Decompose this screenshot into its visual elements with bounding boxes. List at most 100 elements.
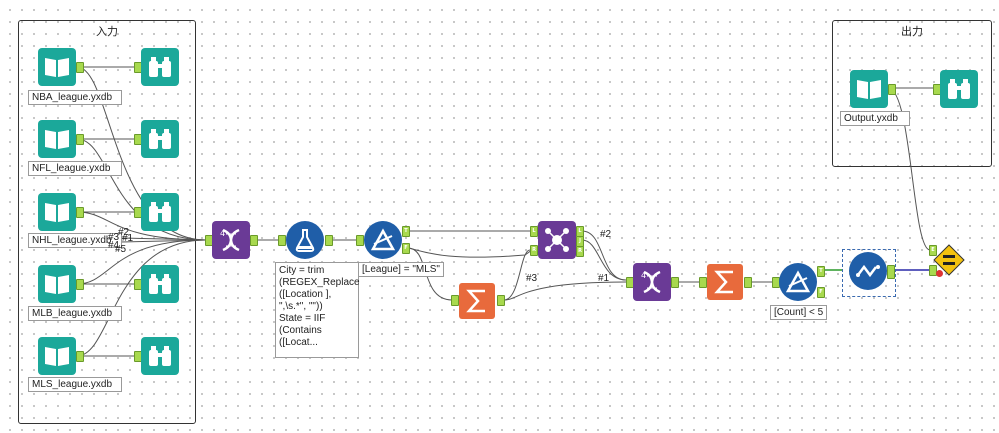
output-anchor[interactable] xyxy=(887,265,895,279)
filter-triangle-icon xyxy=(370,228,396,251)
filter-annotation: [Count] < 5 xyxy=(770,305,828,320)
binoculars-icon xyxy=(149,129,171,149)
connection-label: #3 xyxy=(526,273,538,284)
binoculars-icon xyxy=(948,79,970,99)
book-icon xyxy=(45,275,69,294)
filter-triangle-icon xyxy=(785,270,811,293)
input-file-label: MLS_league.yxdb xyxy=(28,377,122,392)
browse-tool-output[interactable] xyxy=(940,70,978,108)
connection-label: #2 xyxy=(600,229,612,240)
connection-label: #2 xyxy=(118,227,130,238)
equals-diamond-icon xyxy=(933,244,965,276)
filter-true-anchor[interactable]: T xyxy=(402,226,410,237)
filter-tool[interactable] xyxy=(364,221,402,259)
sigma-icon xyxy=(466,289,485,313)
filter-annotation: [League] = "MLS" xyxy=(358,262,444,277)
join-network-icon xyxy=(545,228,569,252)
browse-tool[interactable] xyxy=(141,48,179,86)
filter-tool-2[interactable] xyxy=(779,263,817,301)
connection-label: #1 xyxy=(122,233,134,244)
book-icon xyxy=(857,80,881,99)
output-data-tool[interactable] xyxy=(850,70,888,108)
union-tool-2[interactable]: 4 xyxy=(633,263,671,301)
anchor-letter: L xyxy=(532,228,536,234)
svg-text:4: 4 xyxy=(220,229,225,238)
input-data-tool-mlb[interactable] xyxy=(38,265,76,303)
flask-icon xyxy=(295,229,315,252)
book-icon xyxy=(45,203,69,222)
input-data-tool-nfl[interactable] xyxy=(38,120,76,158)
test-tool[interactable] xyxy=(932,243,966,277)
output-container-title: 出力 xyxy=(901,25,923,38)
connection-label: #5 xyxy=(115,244,127,255)
wave-line-icon xyxy=(856,264,880,278)
input-anchor[interactable] xyxy=(451,295,459,306)
book-icon xyxy=(45,347,69,366)
browse-tool[interactable] xyxy=(141,337,179,375)
filter-true-anchor[interactable]: T xyxy=(817,266,825,277)
output-anchor[interactable] xyxy=(76,279,84,290)
input-anchor[interactable] xyxy=(356,235,364,246)
selection-box xyxy=(842,249,896,297)
input-container-title: 入力 xyxy=(96,25,118,38)
input-anchor[interactable] xyxy=(278,235,286,246)
join-right-anchor[interactable]: R xyxy=(530,245,538,256)
connection-label: #1 xyxy=(598,273,610,284)
summarize-tool-2[interactable] xyxy=(707,264,743,300)
output-anchor[interactable] xyxy=(671,277,679,288)
join-left-anchor[interactable]: L xyxy=(530,226,538,237)
formula-annotation: City = trim (REGEX_Replace ([Location ],… xyxy=(275,262,360,358)
input-data-tool-nba[interactable] xyxy=(38,48,76,86)
input-file-label: MLB_league.yxdb xyxy=(28,306,122,321)
input-data-tool-nhl[interactable] xyxy=(38,193,76,231)
binoculars-icon xyxy=(149,274,171,294)
filter-false-anchor[interactable]: F xyxy=(817,287,825,298)
output-anchor[interactable] xyxy=(744,277,752,288)
anchor-letter: R xyxy=(532,247,536,253)
anchor-letter: L xyxy=(578,228,582,234)
anchor-letter: F xyxy=(819,289,823,295)
output-anchor[interactable] xyxy=(497,295,505,306)
summarize-tool[interactable] xyxy=(459,283,495,319)
input-file-label: NFL_league.yxdb xyxy=(28,161,122,176)
anchor-letter: J xyxy=(579,238,581,244)
binoculars-icon xyxy=(149,346,171,366)
sample-tool[interactable] xyxy=(849,252,887,290)
anchor-letter: T xyxy=(404,228,408,234)
output-anchor[interactable] xyxy=(325,235,333,246)
union-tool[interactable]: 4 xyxy=(212,221,250,259)
book-icon xyxy=(45,58,69,77)
dna-helix-icon: 4 xyxy=(220,228,240,252)
output-container[interactable]: 出力 xyxy=(832,20,992,167)
output-anchor[interactable] xyxy=(76,351,84,362)
anchor-letter: E xyxy=(931,247,935,253)
output-anchor[interactable] xyxy=(250,235,258,246)
input-container[interactable]: 入力 xyxy=(18,20,196,424)
binoculars-icon xyxy=(149,202,171,222)
input-file-label: NHL_league.yxdb xyxy=(28,233,122,248)
filter-false-anchor[interactable]: F xyxy=(402,243,410,254)
output-anchor[interactable] xyxy=(76,62,84,73)
browse-tool[interactable] xyxy=(141,193,179,231)
connection-label: #3 xyxy=(108,232,120,243)
output-anchor[interactable] xyxy=(76,207,84,218)
join-right-output-anchor[interactable]: R xyxy=(576,246,584,257)
svg-text:4: 4 xyxy=(641,271,646,280)
output-anchor[interactable] xyxy=(888,84,896,95)
binoculars-icon xyxy=(149,57,171,77)
dna-helix-icon: 4 xyxy=(641,270,661,294)
input-data-tool-mls[interactable] xyxy=(38,337,76,375)
browse-tool[interactable] xyxy=(141,120,179,158)
test-expected-anchor[interactable]: E xyxy=(929,245,937,256)
book-icon xyxy=(45,130,69,149)
join-tool[interactable] xyxy=(538,221,576,259)
browse-tool[interactable] xyxy=(141,265,179,303)
output-file-label: Output.yxdb xyxy=(840,111,910,126)
error-icon xyxy=(936,270,943,277)
input-anchor[interactable] xyxy=(699,277,707,288)
sigma-icon xyxy=(714,270,733,294)
formula-tool[interactable] xyxy=(286,221,324,259)
anchor-letter: R xyxy=(578,248,582,254)
anchor-letter: T xyxy=(819,268,823,274)
output-anchor[interactable] xyxy=(76,134,84,145)
